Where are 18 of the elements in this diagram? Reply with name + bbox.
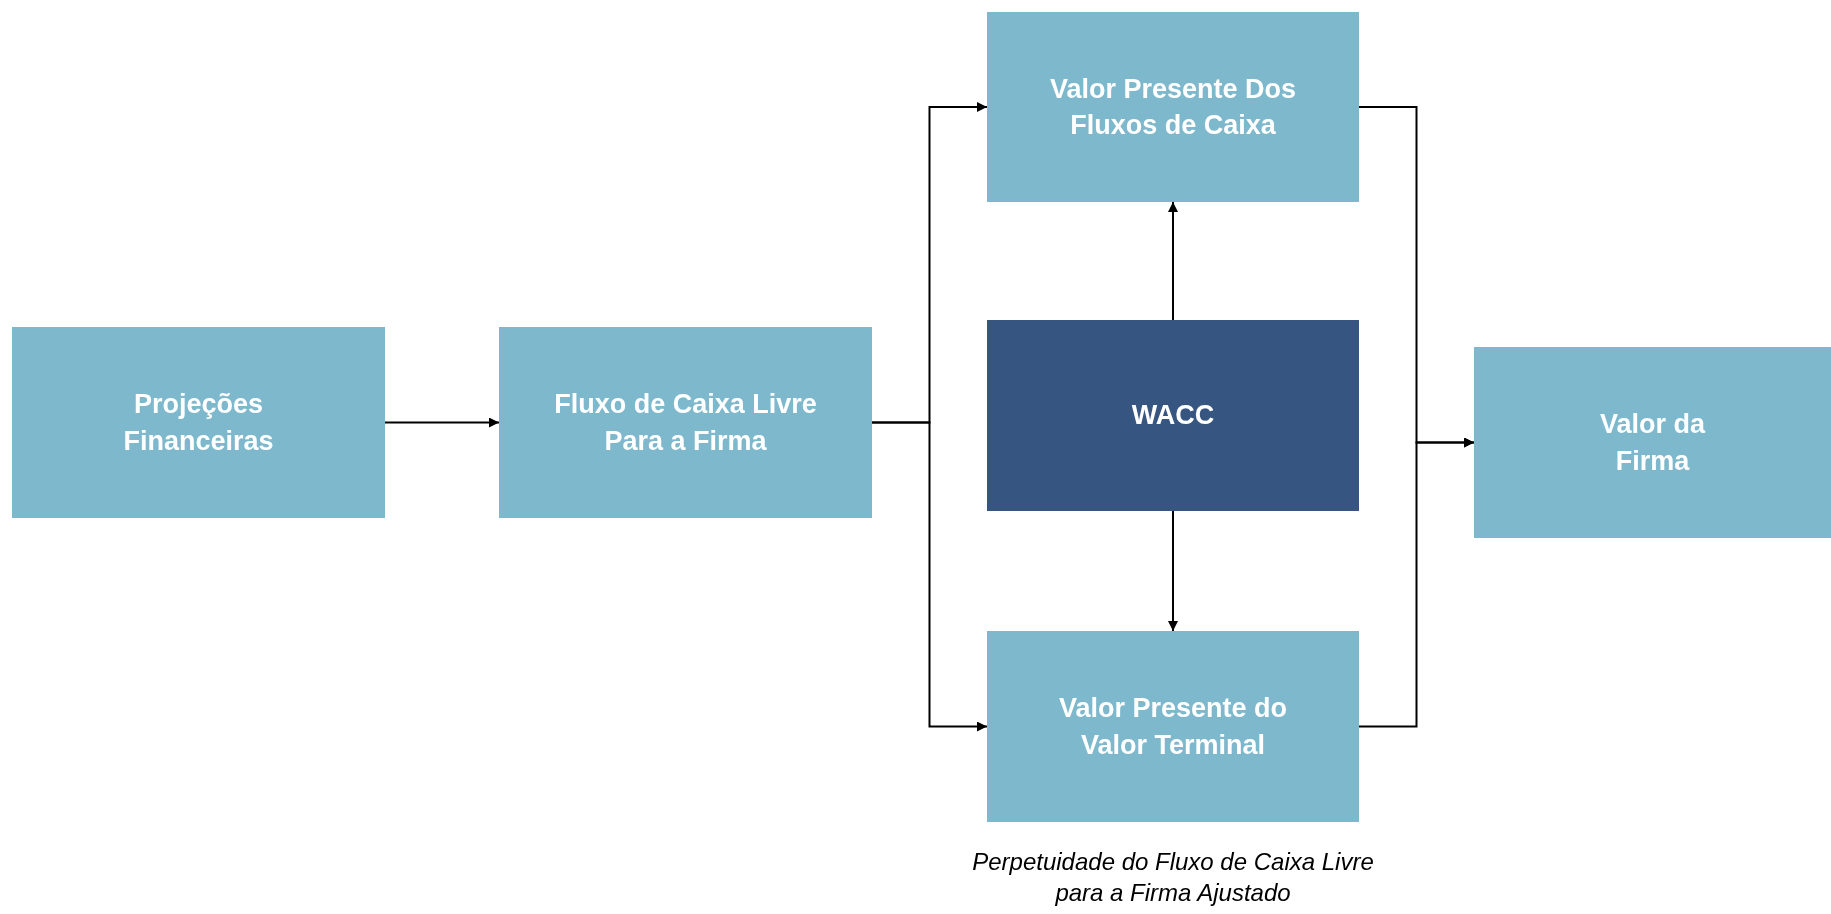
box-caption: Perpetuidade do Fluxo de Caixa Livre para a Firma Ajustado: [971, 847, 1375, 909]
box-label: Valor da Firma: [1598, 408, 1707, 478]
box-label: Fluxo de Caixa Livre Para a Firma: [553, 388, 818, 458]
box-label: WACC: [1131, 399, 1215, 433]
arrow: [1168, 510, 1178, 632]
process-box: [987, 631, 1359, 822]
box-label: Valor Presente do Valor Terminal: [1057, 692, 1289, 762]
arrow: [1168, 201, 1178, 321]
process-box: [987, 12, 1359, 202]
arrow: [1358, 437, 1475, 728]
process-box: [499, 327, 872, 518]
arrow: [871, 421, 988, 732]
process-box: [987, 320, 1359, 511]
box-label: Projeções Financeiras: [122, 388, 275, 458]
arrow: [384, 417, 500, 428]
process-box: [12, 327, 385, 518]
box-label: Valor Presente Dos Fluxos de Caixa: [1048, 72, 1298, 142]
process-box: [1474, 347, 1831, 538]
